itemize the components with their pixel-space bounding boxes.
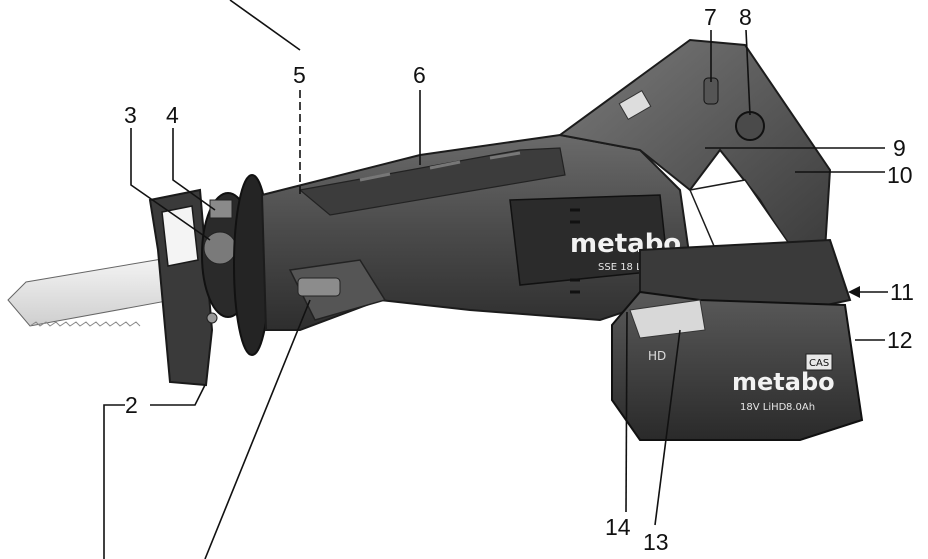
cas-badge: CAS (809, 358, 829, 369)
saw-blade (7, 257, 173, 327)
callout-10: 10 (887, 162, 913, 188)
leader-4 (172, 128, 216, 211)
callout-11: 11 (890, 279, 914, 305)
hd-badge: HD (648, 349, 666, 363)
callout-13: 13 (643, 529, 669, 555)
leader-3 (130, 128, 211, 241)
battery-brand-logo: metabo (732, 368, 835, 396)
callout-7: 7 (704, 4, 717, 30)
saw-body: metabo SSE 18 LTX BL (260, 133, 692, 331)
callout-6: 6 (413, 62, 426, 88)
callout-labels: 2 3 4 5 6 7 8 9 10 11 12 13 14 (124, 4, 914, 555)
battery-pack: metabo 18V LiHD 8.0Ah CAS HD (611, 290, 864, 441)
saw-shoe (148, 188, 218, 387)
battery-capacity-text: 8.0Ah (786, 402, 815, 413)
callout-3: 3 (124, 102, 137, 128)
battery-spec-text: 18V LiHD (740, 402, 787, 413)
leader-8 (745, 29, 751, 116)
leader-2b (150, 384, 206, 406)
callout-12: 12 (887, 327, 913, 353)
leader-13 (654, 329, 681, 526)
leader-11-arrow (848, 286, 860, 298)
speed-dial (735, 111, 765, 141)
leader-lines (103, 0, 888, 559)
leader-5-top (229, 0, 301, 51)
callout-8: 8 (739, 4, 752, 30)
callout-9: 9 (893, 135, 906, 161)
callout-5: 5 (293, 62, 306, 88)
leader-2a (103, 404, 125, 559)
leader-14 (625, 311, 628, 513)
callout-4: 4 (166, 102, 179, 128)
leader-1 (204, 299, 311, 559)
tool-model-text: SSE 18 LTX BL (598, 262, 669, 273)
callout-2: 2 (125, 392, 138, 418)
callout-14: 14 (605, 514, 631, 540)
